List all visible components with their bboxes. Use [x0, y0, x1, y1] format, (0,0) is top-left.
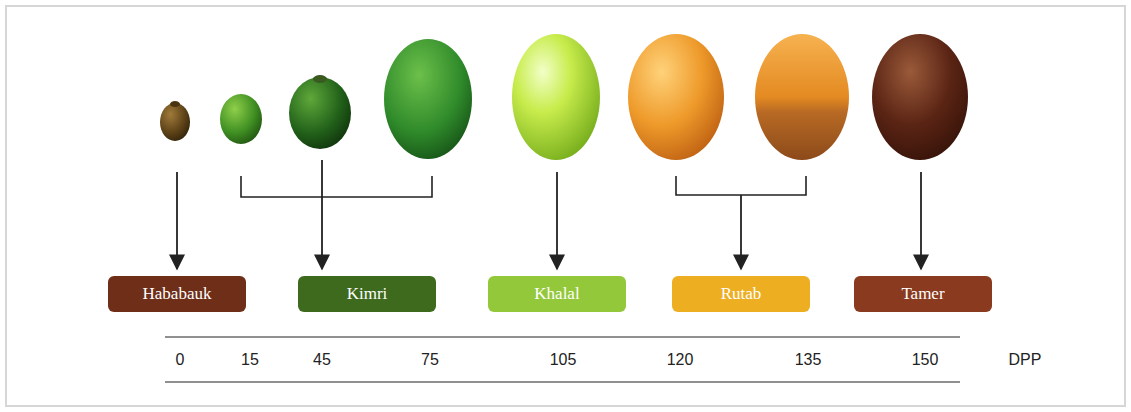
bracket — [241, 176, 432, 197]
bracket — [676, 176, 806, 195]
stage-label-box: Kimri — [298, 276, 436, 312]
day-number: 120 — [667, 351, 694, 369]
stage-label-box: Khalal — [488, 276, 626, 312]
day-number: 45 — [313, 351, 331, 369]
leader-arrow — [920, 172, 922, 269]
stage-name: Kimri — [347, 284, 388, 304]
day-number: 150 — [912, 351, 939, 369]
image-frame — [6, 6, 1125, 406]
axis-rule — [165, 381, 960, 382]
leader-arrow — [176, 172, 178, 269]
stage-label-box: Rutab — [672, 276, 810, 312]
stage-name: Hababauk — [143, 284, 212, 304]
fruit-rutab-early — [628, 34, 724, 160]
fruit-kimri-late — [384, 39, 472, 159]
stage-name: Khalal — [534, 284, 579, 304]
fruit-hababauk — [160, 103, 190, 141]
fruit-rutab-late — [755, 34, 849, 160]
day-number: 105 — [550, 351, 577, 369]
fruit-cap — [170, 101, 180, 107]
day-number: 0 — [176, 351, 185, 369]
leader-arrow — [740, 195, 742, 269]
day-number: 135 — [795, 351, 822, 369]
stage-label-box: Tamer — [854, 276, 992, 312]
axis-unit: DPP — [1009, 351, 1042, 369]
fruit-kimri-early — [220, 94, 262, 144]
leader-arrow — [556, 172, 558, 269]
fruit-kimri-mid — [289, 77, 351, 149]
stage-label-box: Hababauk — [108, 276, 246, 312]
day-number: 75 — [421, 351, 439, 369]
axis-rule — [165, 336, 960, 337]
stage-name: Rutab — [721, 284, 762, 304]
fruit-khalal — [512, 34, 600, 160]
stage-name: Tamer — [901, 284, 944, 304]
fruit-cap — [313, 75, 327, 83]
fruit-tamer — [872, 34, 968, 160]
leader-arrow — [321, 160, 323, 269]
day-number: 15 — [241, 351, 259, 369]
